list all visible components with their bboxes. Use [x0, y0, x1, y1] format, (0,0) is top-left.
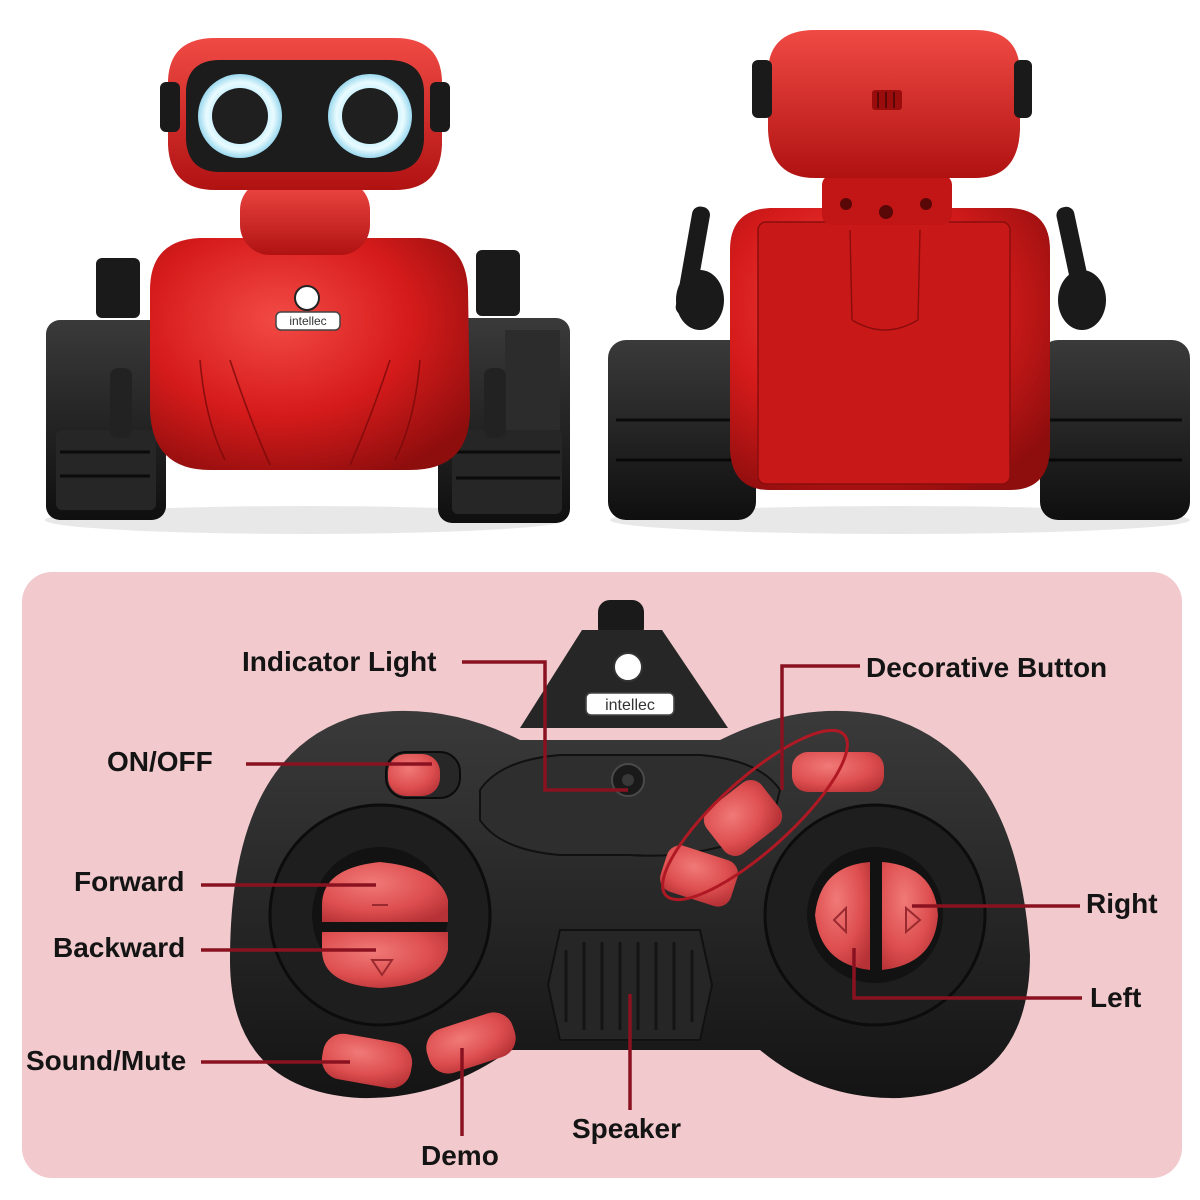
- demo-label: Demo: [421, 1140, 499, 1171]
- forward-button[interactable]: [322, 862, 448, 922]
- remote-logo-text: intellec: [605, 697, 655, 714]
- left-label: Left: [1090, 982, 1142, 1013]
- decorative-button-highlight-ring: [661, 728, 849, 902]
- sound-mute-label: Sound/Mute: [26, 1045, 187, 1076]
- sound-mute-button[interactable]: [319, 1031, 416, 1092]
- front-body-logo-text: intellec: [289, 314, 326, 328]
- right-button[interactable]: [882, 862, 938, 970]
- right-label: Right: [1086, 888, 1158, 919]
- decorative-button-bottom[interactable]: [656, 842, 741, 911]
- backward-label: Backward: [53, 932, 186, 963]
- speaker-grille: [546, 929, 714, 1041]
- robot-front-photo: intellec: [45, 38, 570, 534]
- forward-label: Forward: [74, 866, 185, 897]
- decorative-button-middle[interactable]: [698, 774, 788, 861]
- demo-button[interactable]: [421, 1007, 521, 1079]
- decorative-button-label: Decorative Button: [866, 652, 1108, 683]
- indicator-light-label: Indicator Light: [242, 646, 437, 677]
- remote-controller: intellec: [230, 600, 1030, 1099]
- on-off-label: ON/OFF: [107, 746, 213, 777]
- left-button[interactable]: [815, 862, 870, 970]
- robot-back-photo: [608, 30, 1190, 534]
- on-off-switch[interactable]: [388, 754, 440, 796]
- speaker-label: Speaker: [572, 1113, 681, 1144]
- callout-leader-lines: [201, 660, 1082, 1136]
